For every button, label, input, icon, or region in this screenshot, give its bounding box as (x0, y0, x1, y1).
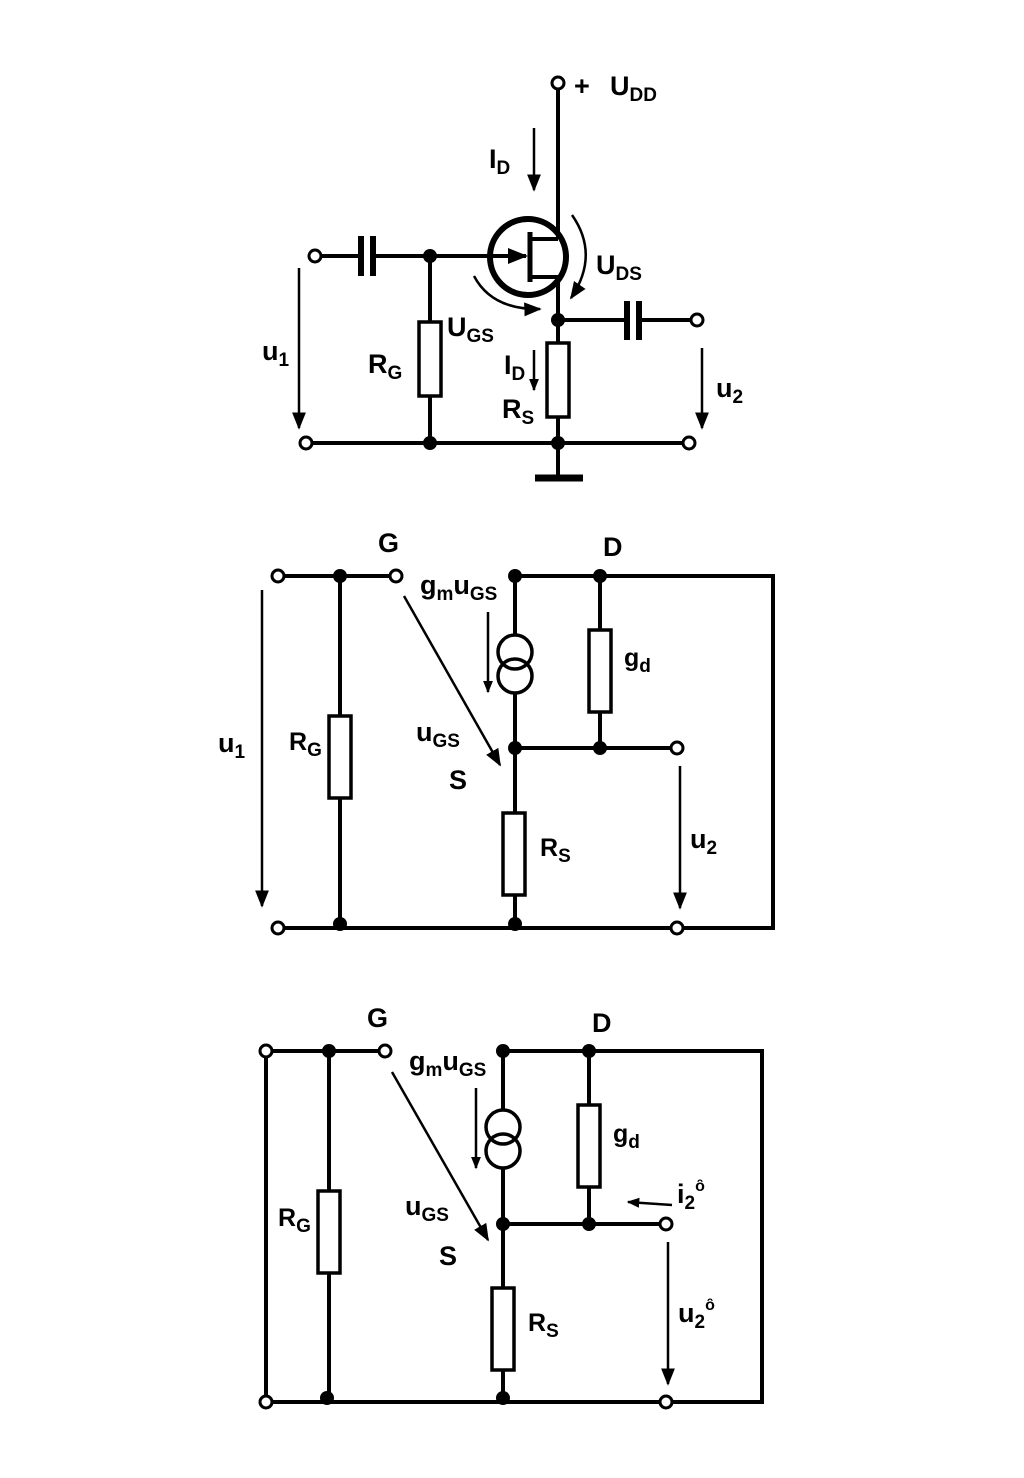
rg-resistor (327, 714, 353, 800)
uds-label: UDS (596, 250, 642, 285)
gate-terminal[interactable] (377, 1043, 393, 1059)
output-terminal-top[interactable] (669, 740, 685, 756)
rs-resistor (490, 1286, 516, 1372)
u2-label: u2ȏ (678, 1297, 715, 1333)
id-top-label: ID (489, 144, 510, 179)
input-terminal-top[interactable] (258, 1043, 274, 1059)
source-label: S (439, 1241, 457, 1271)
rg-bottom-node (333, 917, 347, 931)
jfet-transistor (430, 214, 569, 320)
rs-bottom-node (508, 917, 522, 931)
rg-resistor (316, 1189, 342, 1275)
input-terminal-bottom[interactable] (298, 435, 314, 451)
input-terminal-bottom[interactable] (270, 920, 286, 936)
gd-conductance (587, 628, 613, 714)
drain-label: D (603, 532, 623, 562)
u1-label: u1 (262, 336, 290, 371)
rs-resistor (501, 811, 527, 897)
u1-label: u1 (218, 728, 246, 763)
circuit-3-output-equivalent: G D RG gmuGS gd S i2ȏ uGS (258, 1003, 764, 1410)
gd-conductance (576, 1103, 602, 1189)
ugs-label: UGS (447, 312, 494, 347)
uds-voltage-arrow (569, 214, 587, 300)
rs-resistor (545, 341, 571, 419)
u2-label: u2 (690, 824, 717, 859)
rg-label: RG (289, 728, 322, 761)
circuit-2-equivalent: G D RG gmuGS gd S uGS RS (218, 528, 775, 936)
udd-label: UDD (610, 71, 657, 106)
rs-label: RS (502, 394, 534, 429)
ugs-voltage-arrow (402, 595, 502, 767)
i2-label: i2ȏ (677, 1178, 705, 1214)
drain-label: D (592, 1008, 612, 1038)
ground-node-rg (423, 436, 437, 450)
gd-source-node (593, 741, 607, 755)
ugs-voltage-arrow (472, 275, 542, 317)
circuit-1-schematic: + UDD ID UDS UGS RG (262, 71, 743, 482)
input-terminal-top[interactable] (307, 248, 323, 264)
gate-terminal[interactable] (388, 568, 404, 584)
rg-label: RG (278, 1204, 311, 1237)
output-terminal-top[interactable] (658, 1216, 674, 1232)
rg-bottom-node (320, 1391, 334, 1405)
gate-label: G (378, 528, 399, 558)
gd-label: gd (613, 1120, 640, 1153)
gm-ugs-label: gmuGS (420, 570, 497, 605)
gm-ugs-label: gmuGS (409, 1046, 486, 1081)
rs-bottom-node (496, 1391, 510, 1405)
rg-label: RG (368, 349, 402, 384)
source-node (508, 741, 522, 755)
gd-source-node (582, 1217, 596, 1231)
id-mid-label: ID (504, 350, 525, 385)
ugs-label: uGS (405, 1191, 449, 1226)
gate-label: G (367, 1003, 388, 1033)
output-terminal-bottom[interactable] (658, 1394, 674, 1410)
source-label: S (449, 765, 467, 795)
rs-label: RS (528, 1309, 559, 1342)
udd-terminal[interactable] (550, 75, 566, 91)
rg-resistor (417, 320, 443, 398)
gd-label: gd (624, 644, 651, 677)
output-terminal-bottom[interactable] (681, 435, 697, 451)
output-terminal-bottom[interactable] (669, 920, 685, 936)
output-current-arrow (626, 1197, 673, 1208)
supply-plus-sign: + (574, 71, 590, 101)
input-terminal-bottom[interactable] (258, 1394, 274, 1410)
rs-label: RS (540, 834, 571, 867)
input-terminal-top[interactable] (270, 568, 286, 584)
u2-label: u2 (716, 373, 743, 408)
ground-node-rs (551, 436, 565, 450)
source-node (496, 1217, 510, 1231)
output-terminal-top[interactable] (689, 312, 705, 328)
ugs-label: uGS (416, 717, 460, 752)
ugs-voltage-arrow (390, 1071, 490, 1242)
